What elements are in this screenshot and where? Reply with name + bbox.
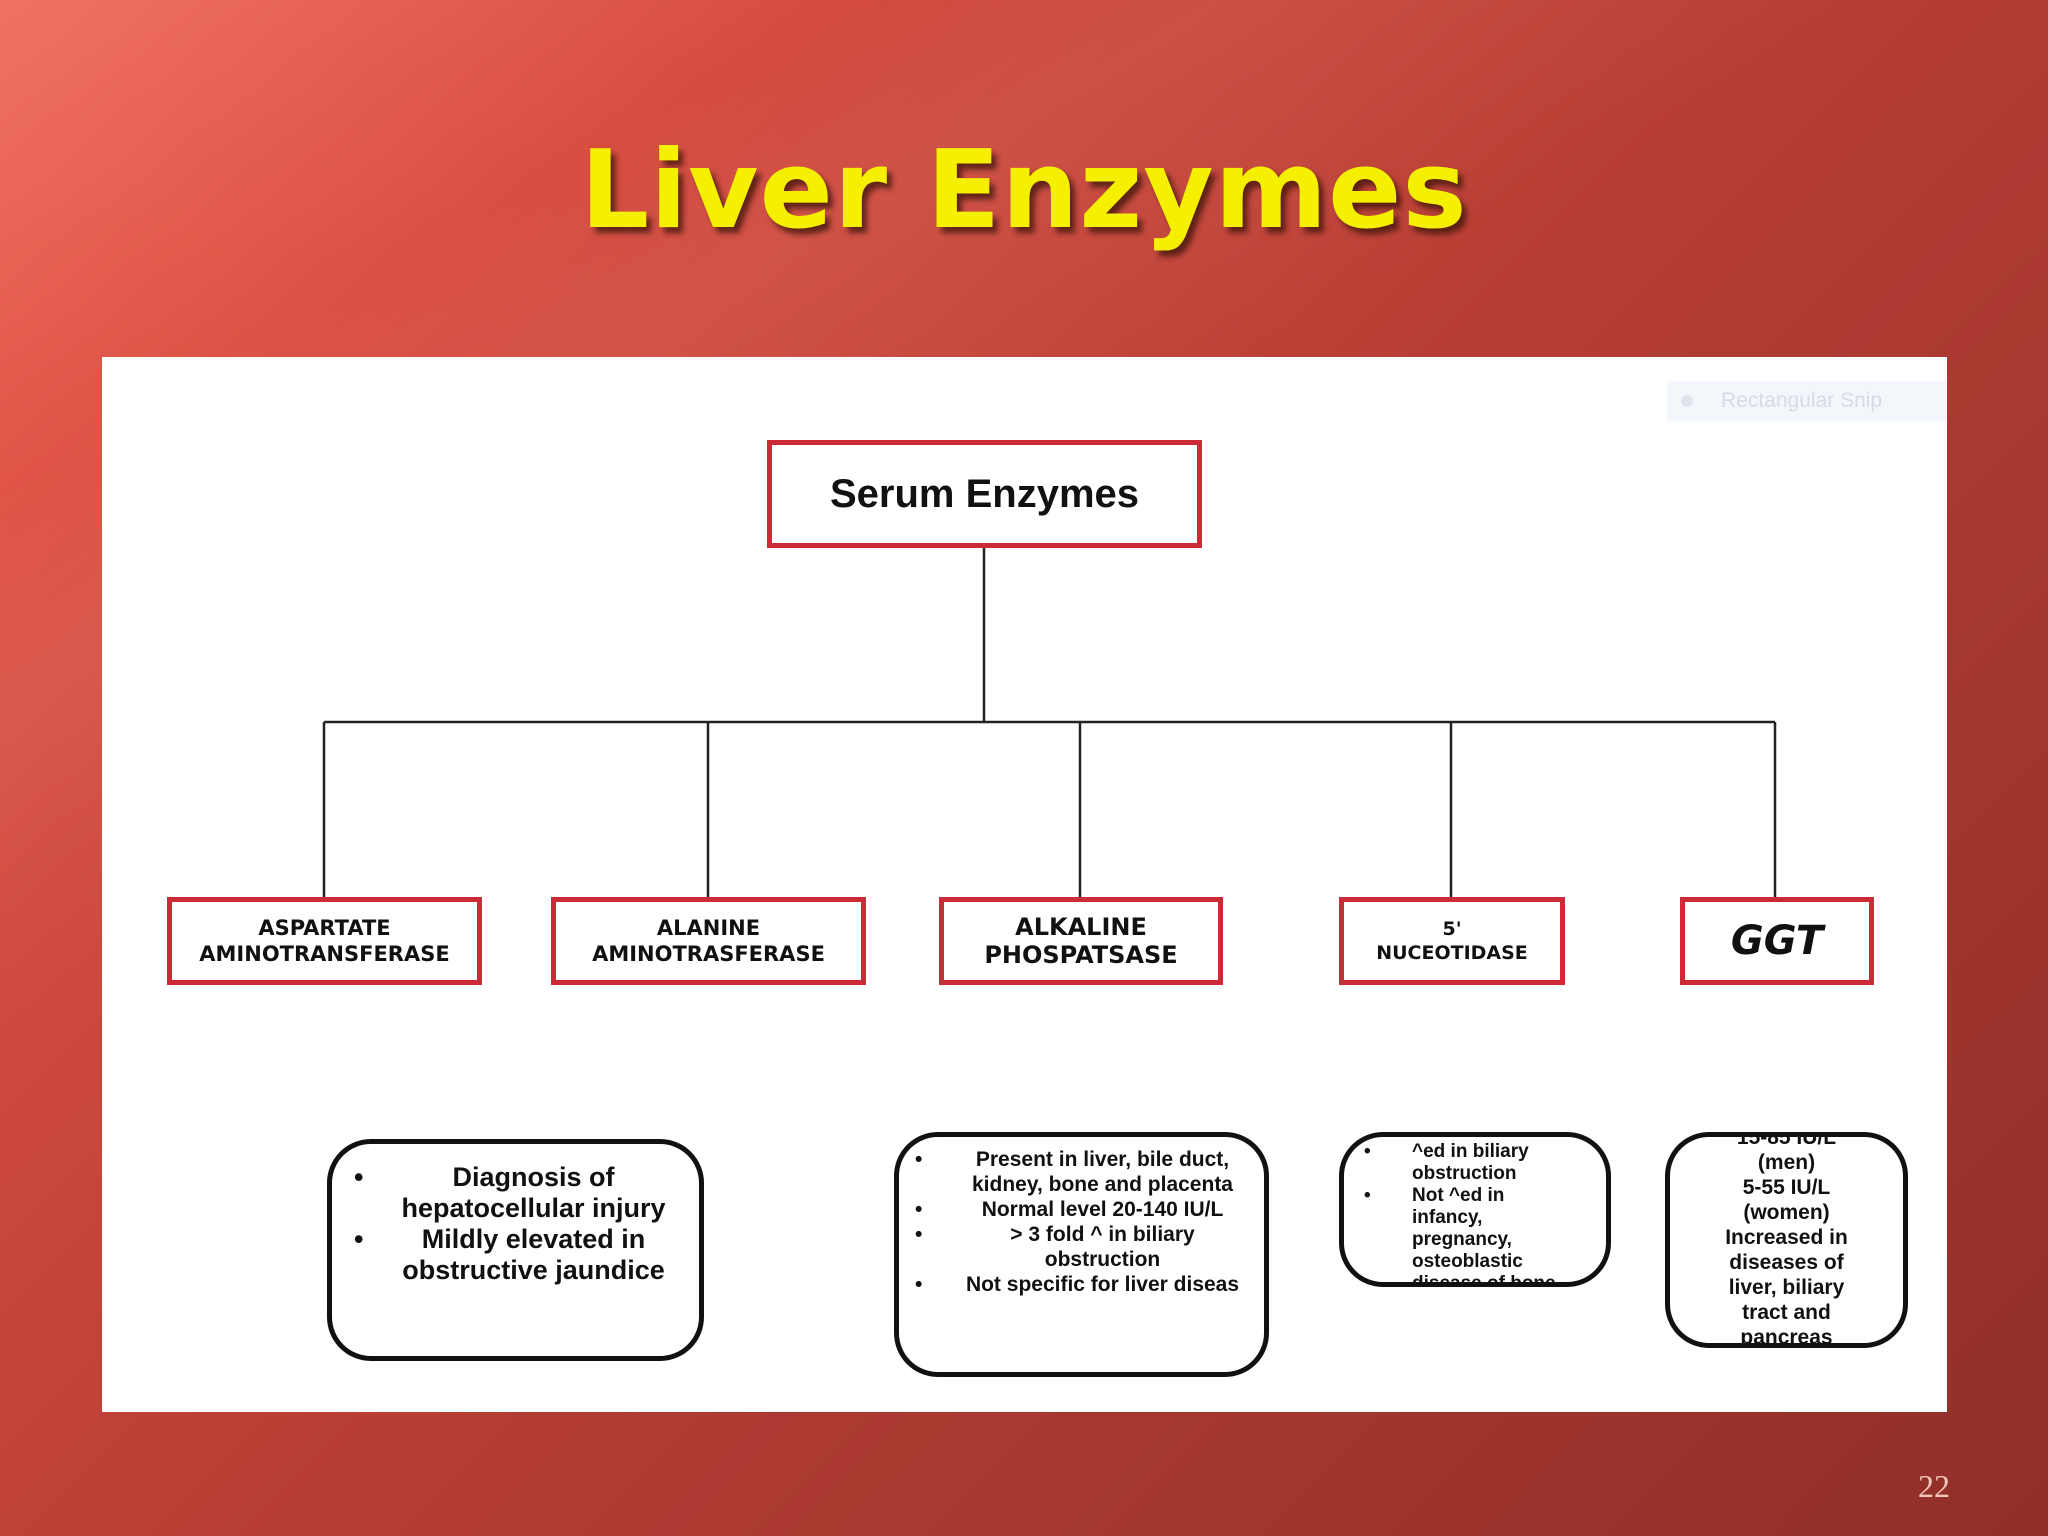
note-line: pancreas [1740, 1326, 1833, 1348]
nucleotidase-note: •^ed in biliary obstruction •Not ^ed in … [1339, 1132, 1611, 1287]
bullet-icon: • [354, 1162, 364, 1192]
diagram-panel: Rectangular Snip Serum Enzymes ASPARTATE… [102, 357, 1947, 1412]
aspartate-aminotransferase-box: ASPARTATE AMINOTRANSFERASE [167, 897, 482, 985]
enzyme-label: AMINOTRASFERASE [592, 942, 825, 966]
enzyme-label: PHOSPATSASE [984, 941, 1178, 969]
connector-lines [322, 548, 1777, 897]
bullet-icon: • [915, 1273, 923, 1296]
note-line: 5-55 IU/L [1742, 1176, 1831, 1199]
list-item: •^ed in biliary obstruction [1364, 1141, 1529, 1184]
bullet-icon: • [1364, 1141, 1371, 1162]
list-item: •Diagnosis of hepatocellular injury [354, 1162, 666, 1223]
list-item: •> 3 fold ^ in biliary obstruction [915, 1223, 1195, 1271]
list-item: •Present in liver, bile duct, kidney, bo… [915, 1148, 1233, 1196]
ggt-note: 15-85 IU/L (men) 5-55 IU/L (women) Incre… [1665, 1132, 1908, 1348]
bullet-icon: • [354, 1224, 364, 1254]
enzyme-label: NUCEOTIDASE [1376, 942, 1528, 964]
list-item: •Mildly elevated in obstructive jaundice [354, 1224, 665, 1285]
note-line: (men) [1757, 1151, 1816, 1174]
enzyme-label: 5' [1442, 918, 1462, 940]
note-line: 15-85 IU/L [1736, 1132, 1837, 1149]
ast-note: •Diagnosis of hepatocellular injury •Mil… [327, 1139, 704, 1361]
serum-enzymes-box: Serum Enzymes [767, 440, 1202, 548]
alkaline-phosphatase-box: ALKALINE PHOSPATSASE [939, 897, 1223, 985]
enzyme-label: ASPARTATE [258, 916, 391, 940]
nucleotidase-box: 5' NUCEOTIDASE [1339, 897, 1565, 985]
page-number: 22 [1918, 1468, 1950, 1504]
list-item: •Normal level 20-140 IU/L [915, 1198, 1224, 1221]
ggt-box: GGT [1680, 897, 1874, 985]
alp-note: •Present in liver, bile duct, kidney, bo… [894, 1132, 1269, 1377]
enzyme-label: GGT [1730, 918, 1824, 964]
bullet-icon: • [915, 1198, 923, 1221]
rectangular-snip-overlay: Rectangular Snip [1667, 381, 1947, 421]
bullet-icon: • [915, 1148, 923, 1171]
enzyme-label: ALANINE [656, 916, 761, 940]
list-item: •Not ^ed in infancy, pregnancy, osteobla… [1364, 1185, 1556, 1287]
snip-label: Rectangular Snip [1721, 389, 1883, 412]
list-item: •Not specific for liver diseas [915, 1273, 1240, 1296]
slide-title: Liver Enzymes [580, 128, 1468, 253]
bullet-icon: • [1364, 1185, 1371, 1206]
enzyme-label: AMINOTRANSFERASE [199, 942, 450, 966]
note-line: (women) [1743, 1201, 1830, 1224]
note-line: tract and [1742, 1301, 1831, 1324]
note-line: liver, biliary [1728, 1276, 1845, 1299]
enzyme-label: ALKALINE [1015, 913, 1147, 941]
note-line: diseases of [1729, 1251, 1844, 1274]
note-line: Increased in [1725, 1226, 1848, 1249]
alanine-aminotransferase-box: ALANINE AMINOTRASFERASE [551, 897, 866, 985]
bullet-icon: • [915, 1223, 923, 1246]
snip-icon [1681, 395, 1693, 407]
